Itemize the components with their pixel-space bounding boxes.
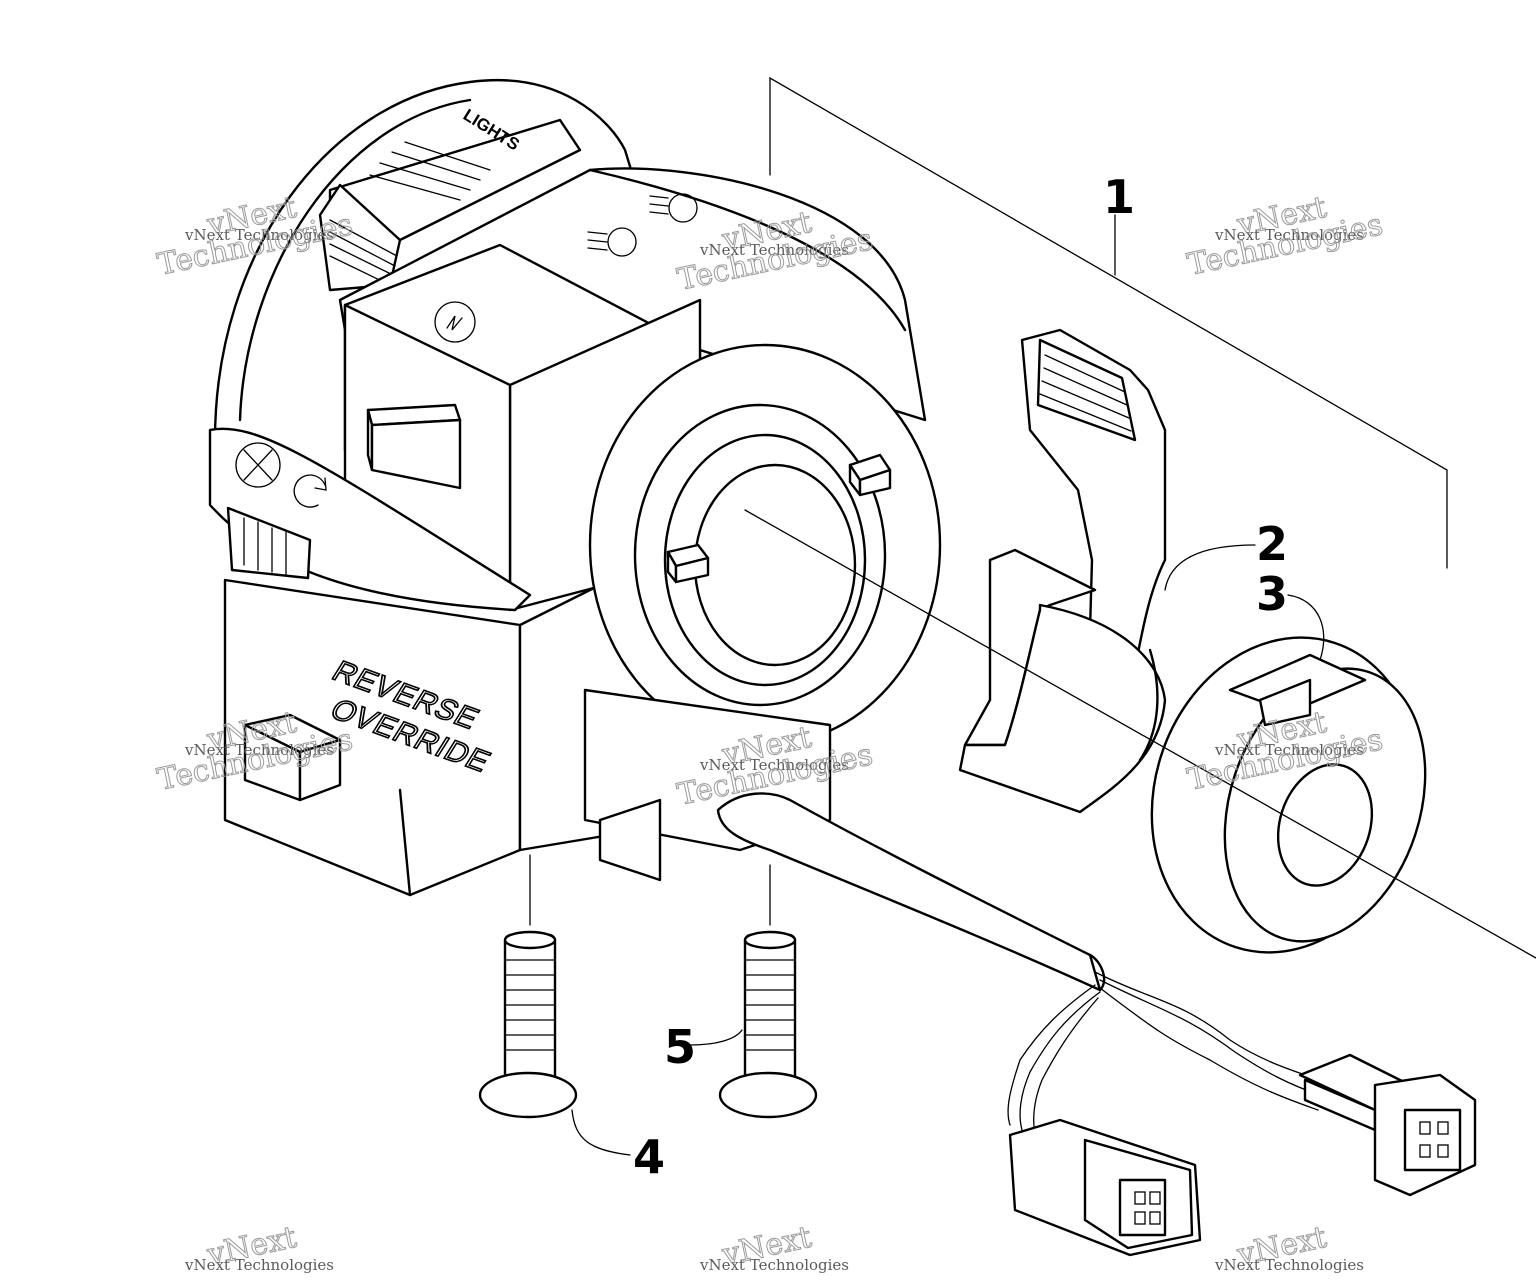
svg-text:vNext Technologies: vNext Technologies xyxy=(1214,226,1364,244)
screw-4 xyxy=(478,930,578,1119)
thumb-grommet xyxy=(1150,636,1427,954)
svg-text:vNext Technologies: vNext Technologies xyxy=(184,1256,334,1274)
svg-text:vNext Technologies: vNext Technologies xyxy=(1214,1256,1364,1274)
svg-text:vNext Technologies: vNext Technologies xyxy=(1214,741,1364,759)
wiring-harness xyxy=(716,792,1477,1257)
callout-2: 2 xyxy=(1256,517,1288,571)
headlight-low-icon xyxy=(587,227,637,257)
assembly-bracket xyxy=(769,76,1448,569)
svg-text:vNext Technologies: vNext Technologies xyxy=(184,741,334,759)
svg-text:vNext Technologies: vNext Technologies xyxy=(699,1256,849,1274)
handlebar-bore xyxy=(588,343,942,747)
callout-4: 4 xyxy=(633,1130,665,1184)
switch-housing: LIGHTS xyxy=(208,79,942,897)
start-button xyxy=(366,403,462,490)
reverse-override-button xyxy=(243,713,342,802)
connector-6-pin xyxy=(1298,1053,1477,1197)
connector-4-pin xyxy=(1008,1118,1202,1257)
kill-switch-icon xyxy=(235,442,281,488)
callout-1: 1 xyxy=(1103,170,1135,224)
restart-arrow-icon xyxy=(293,474,327,508)
headlight-high-icon xyxy=(649,193,698,223)
svg-text:vNext Technologies: vNext Technologies xyxy=(699,756,849,774)
start-icon xyxy=(434,301,476,343)
throttle-lever xyxy=(958,328,1167,814)
leader-lines xyxy=(529,509,1536,1156)
callout-3: 3 xyxy=(1256,567,1288,621)
svg-text:vNext Technologies: vNext Technologies xyxy=(699,241,849,259)
screw-5 xyxy=(718,930,818,1119)
svg-text:vNext Technologies: vNext Technologies xyxy=(184,226,334,244)
callout-5: 5 xyxy=(664,1020,696,1074)
